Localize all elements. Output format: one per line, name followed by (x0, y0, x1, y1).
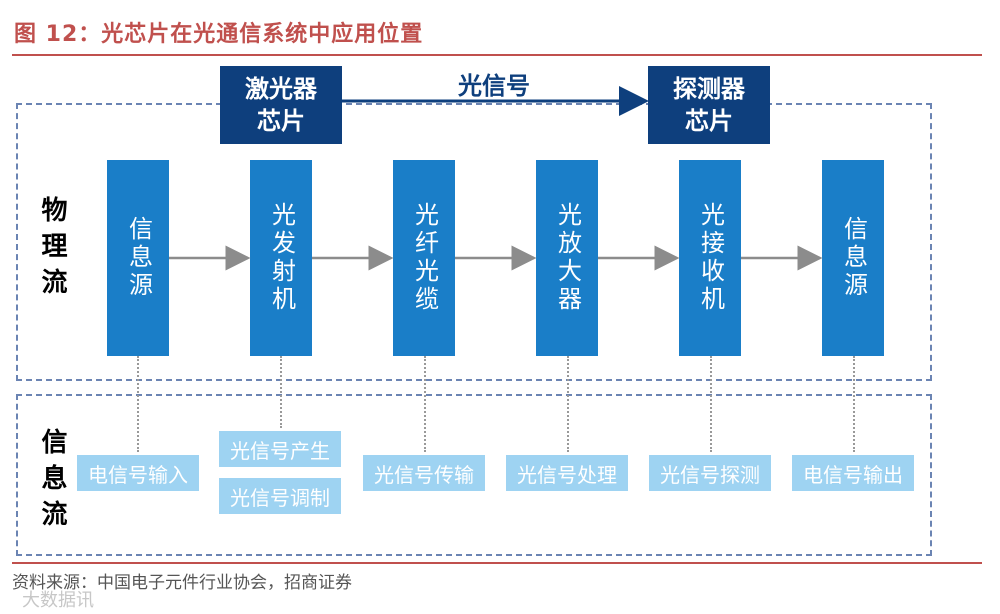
info-optical-processing: 光信号处理 (506, 455, 628, 491)
connector-line (710, 356, 712, 452)
column-optical-transmitter: 光发射机 (250, 160, 312, 356)
info-electrical-input: 电信号输入 (77, 455, 199, 491)
laser-chip-box: 激光器 芯片 (220, 66, 342, 144)
column-optical-receiver: 光接收机 (679, 160, 741, 356)
column-label: 光纤光缆 (410, 202, 439, 314)
column-label: 光接收机 (696, 202, 725, 314)
connector-line (280, 356, 282, 428)
info-flow-container (16, 394, 932, 556)
detector-chip-box: 探测器 芯片 (648, 66, 770, 144)
connector-line (853, 356, 855, 452)
optical-signal-label: 光信号 (458, 72, 530, 100)
info-electrical-output: 电信号输出 (792, 455, 914, 491)
title-rule (12, 54, 982, 56)
physical-flow-container (16, 103, 932, 381)
connector-line (424, 356, 426, 452)
column-info-source-1: 信息源 (107, 160, 169, 356)
figure-title: 图 12：光芯片在光通信系统中应用位置 (14, 22, 424, 47)
physical-flow-label: 物理流 (37, 196, 67, 304)
column-optical-fiber-cable: 光纤光缆 (393, 160, 455, 356)
column-optical-amplifier: 光放大器 (536, 160, 598, 356)
info-optical-detection: 光信号探测 (649, 455, 771, 491)
column-label: 光放大器 (553, 202, 582, 314)
column-info-source-2: 信息源 (822, 160, 884, 356)
info-optical-modulation: 光信号调制 (219, 478, 341, 514)
source-note: 资料来源：中国电子元件行业协会，招商证券 (12, 573, 352, 593)
bottom-rule (12, 562, 982, 564)
info-optical-transmission: 光信号传输 (363, 455, 485, 491)
column-label: 信息源 (124, 216, 153, 300)
connector-line (567, 356, 569, 452)
column-label: 信息源 (839, 216, 868, 300)
info-flow-label: 信息流 (37, 428, 67, 536)
column-label: 光发射机 (267, 202, 296, 314)
connector-line (137, 356, 139, 452)
info-optical-generation: 光信号产生 (219, 431, 341, 467)
watermark-text: 大数据讯 (22, 590, 94, 611)
